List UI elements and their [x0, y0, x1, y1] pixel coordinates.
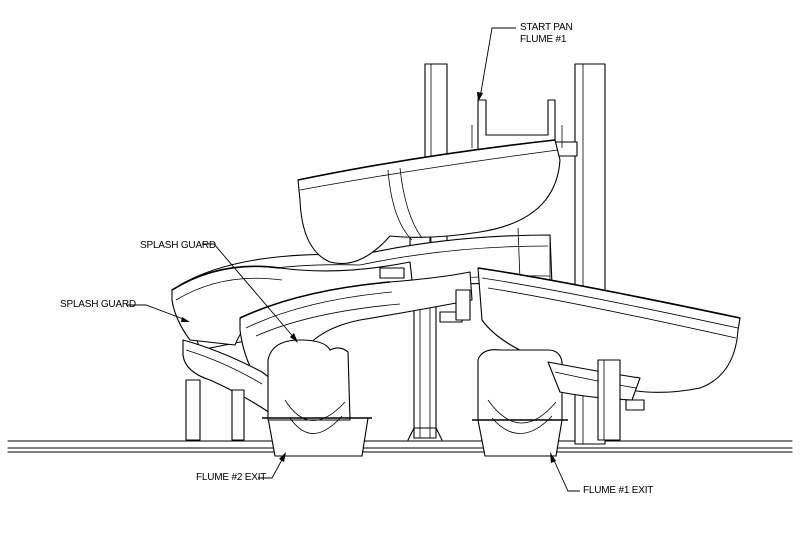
ground-base	[7, 440, 793, 453]
flume-1-exit-label: FLUME #1 EXIT	[583, 485, 654, 496]
flume-2-exit-label: FLUME #2 EXIT	[196, 472, 267, 483]
support-brackets	[379, 267, 645, 411]
flume-2-exit-trough	[262, 339, 372, 457]
start-pan-label-line1: START PAN	[520, 22, 573, 33]
right-flume-1	[477, 267, 741, 393]
splash-guard-lower-label: SPLASH GUARD	[60, 299, 136, 310]
flume-1-exit-trough	[472, 349, 568, 457]
leader-start-pan	[477, 27, 516, 102]
upper-flume-1	[297, 139, 561, 265]
leader-flume-2-exit	[258, 452, 286, 479]
leader-splash-guard-upper	[202, 243, 298, 343]
leader-flume-1-exit	[550, 452, 580, 492]
leader-splash-guard-lower	[126, 304, 190, 322]
start-pan-label-line2: FLUME #1	[520, 34, 567, 45]
right-exit-run	[547, 359, 641, 441]
splash-guard-upper-label: SPLASH GUARD	[140, 240, 216, 251]
start-pan-label: START PAN FLUME #1	[520, 22, 573, 46]
